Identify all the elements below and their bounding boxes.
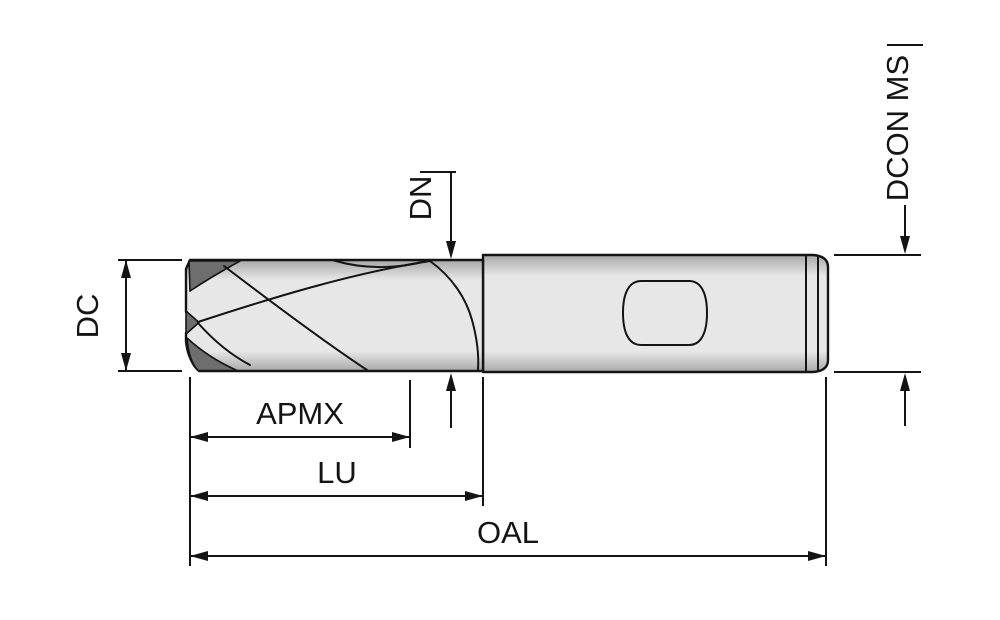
dimension-lu: LU — [190, 377, 484, 506]
dcon-arrow-down — [900, 236, 910, 254]
tool-drawing — [184, 253, 830, 374]
oal-arrow-left — [190, 551, 208, 561]
apmx-label: APMX — [256, 396, 344, 431]
shank-body — [481, 253, 830, 374]
oal-label: OAL — [477, 515, 539, 550]
dn-arrow-down — [446, 241, 456, 259]
end-tooth-bottom — [186, 337, 238, 372]
lu-arrow-left — [190, 491, 208, 501]
dcon-ms-label: DCON MS — [880, 55, 915, 201]
center-tip-notch — [185, 310, 200, 335]
dcon-arrow-up — [900, 373, 910, 391]
end-tooth-edge — [197, 322, 251, 366]
end-tooth-top — [188, 260, 241, 292]
helix-edge-1 — [223, 265, 368, 371]
flute-runout-edge — [429, 260, 480, 371]
dimension-dc: DC — [70, 259, 182, 372]
dimension-apmx: APMX — [190, 380, 411, 448]
flute-body — [184, 258, 485, 373]
dn-arrow-up — [446, 373, 456, 391]
helix-edge-3 — [333, 259, 429, 269]
apmx-arrow-right — [392, 432, 410, 442]
dc-arrow-up — [121, 260, 131, 278]
dc-arrow-down — [121, 353, 131, 371]
dn-label: DN — [403, 176, 438, 221]
apmx-arrow-left — [190, 432, 208, 442]
dimension-oal: OAL — [190, 377, 827, 566]
lu-label: LU — [317, 455, 357, 490]
weldon-flat — [621, 280, 709, 346]
lu-arrow-right — [465, 491, 483, 501]
dc-label: DC — [70, 294, 105, 339]
dimension-dn: DN — [403, 171, 456, 428]
oal-arrow-right — [808, 551, 826, 561]
dimension-dcon-ms: DCON MS — [834, 44, 923, 426]
